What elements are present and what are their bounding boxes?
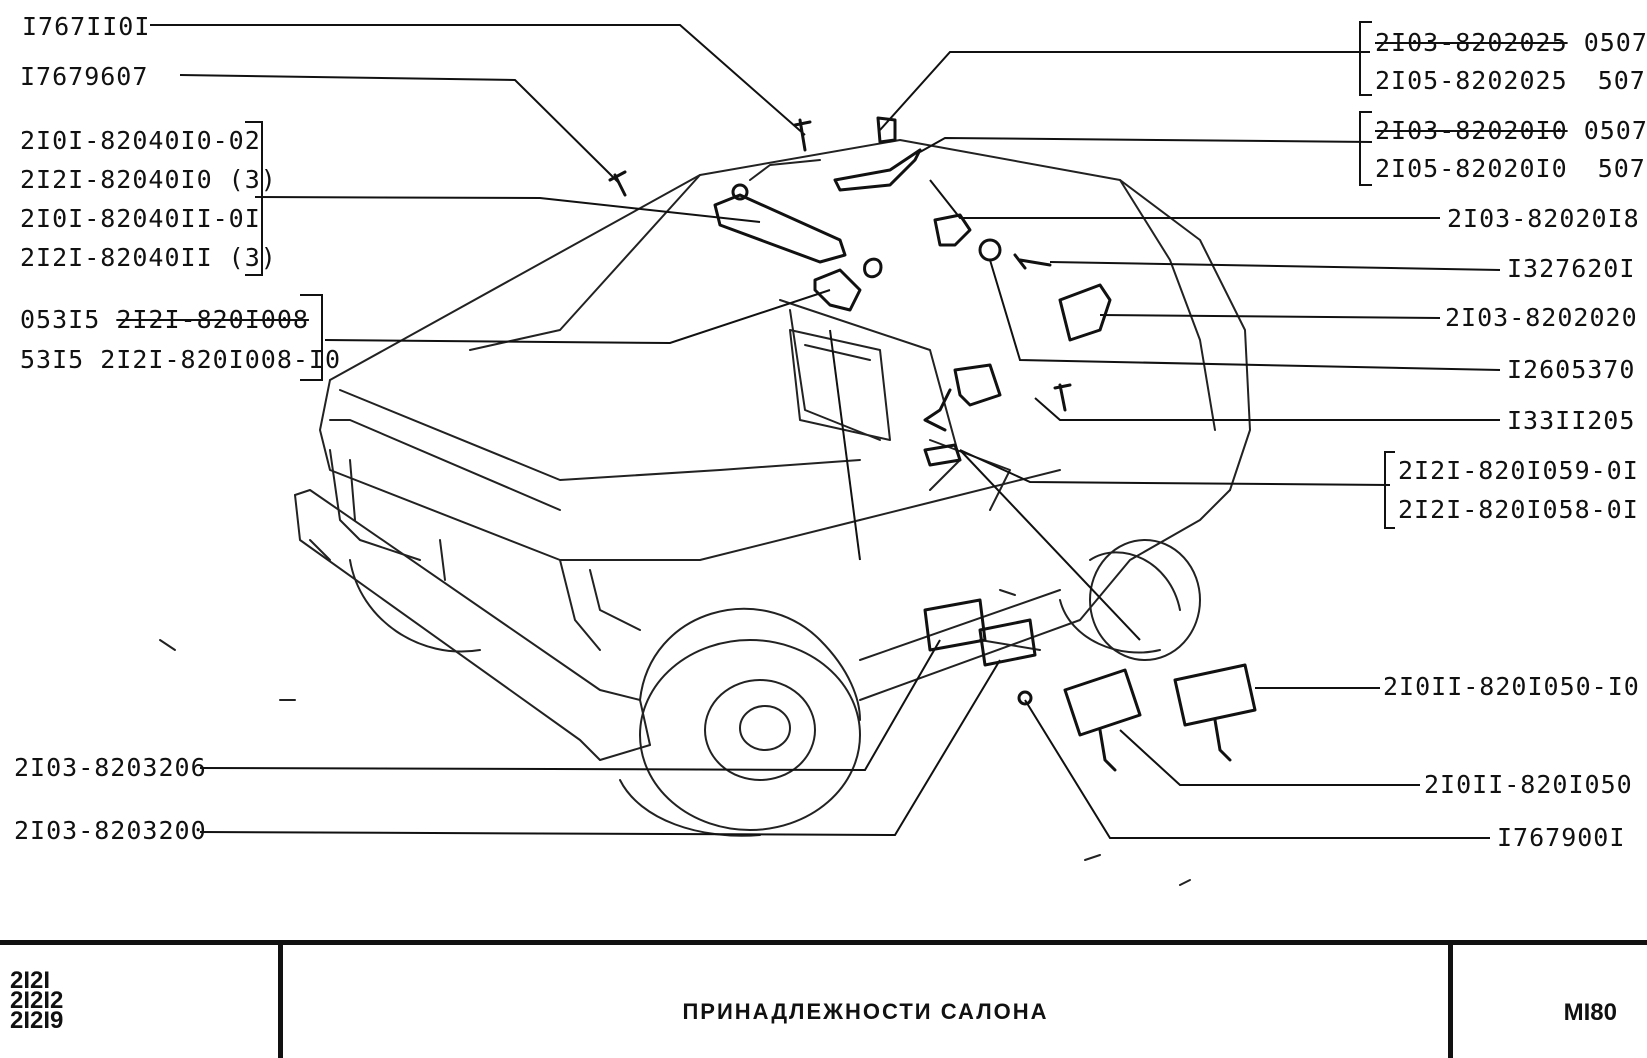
screw-17679607 [608, 170, 627, 197]
label-21011-8201050: 2I0II-820I050 [1424, 770, 1633, 799]
label-21011-8201050-10: 2I0II-820I050-I0 [1383, 672, 1640, 701]
leader-r2 [919, 136, 1373, 153]
latch [933, 213, 972, 247]
leader-r7 [1034, 397, 1500, 421]
label-2103-8202010-struck: 2I03-82020I0 [1375, 116, 1568, 145]
label-2103-8203206: 2I03-8203206 [14, 753, 207, 782]
mirror-left [1063, 668, 1142, 737]
light-lens [978, 618, 1037, 667]
leader-l3 [254, 196, 761, 223]
model-list: 2I2I 2I2I2 2I2I9 [0, 945, 283, 1058]
screw-17671101 [793, 118, 812, 152]
label-13311205: I33II205 [1507, 406, 1636, 435]
label-2101-8204010-02: 2I0I-82040I0-02 [20, 126, 261, 155]
leader-l2 [179, 74, 619, 183]
model-21212: 2I2I2 [10, 987, 64, 1014]
label-2101-8204011-01: 2I0I-82040II-0I [20, 204, 261, 233]
car-body-outline [159, 139, 1251, 886]
leader-l6 [199, 659, 1001, 837]
bolt-13276201 [1013, 253, 1052, 270]
bracket-l4 [300, 294, 323, 381]
label-2121-8204010-3: 2I2I-82040I0 (3) [20, 165, 277, 194]
leader-r1 [879, 51, 1370, 131]
model-21219: 2I2I9 [10, 1007, 64, 1034]
parts [608, 116, 1257, 772]
leader-r9b [959, 449, 1141, 641]
washer [978, 238, 1002, 262]
label-17679607: I7679607 [20, 62, 149, 91]
label-2121-8201059-01: 2I2I-820I059-0I [1398, 456, 1639, 485]
label-2121-8204011-3: 2I2I-82040II (3) [20, 243, 277, 272]
sheet-number: MI80 [1563, 999, 1617, 1026]
label-2103-8203200: 2I03-8203200 [14, 816, 207, 845]
label-2105-8202010: 2I05-82020I0 [1375, 154, 1568, 183]
label-12605370: I2605370 [1507, 355, 1636, 384]
leader-r11 [1024, 699, 1490, 839]
leader-l5 [199, 639, 941, 772]
leader-r6 [989, 259, 1501, 371]
label-2103-8202018: 2I03-82020I8 [1447, 204, 1640, 233]
mirror-screw [1053, 383, 1072, 412]
small-screw [1017, 690, 1033, 706]
label-5315-2121-8201008-10: 53I5 2I2I-820I008-I0 [20, 345, 342, 374]
bracket-r8 [1384, 451, 1395, 529]
sun-visor [713, 193, 847, 264]
bracket-r2 [1359, 111, 1372, 186]
label-13276201: I327620I [1507, 254, 1636, 283]
leader-r8 [959, 449, 1391, 486]
bracket-l3 [245, 121, 263, 276]
grab-handle [833, 148, 922, 192]
label-2121-8201058-01: 2I2I-820I058-0I [1398, 495, 1639, 524]
label-17679001: I767900I [1497, 823, 1626, 852]
label-r2a-group: 2I03-82020I0 0507 [1375, 118, 1647, 143]
leader-lines [150, 21, 1501, 839]
mirror-base [923, 443, 962, 467]
model-2121: 2I2I [10, 967, 51, 994]
visor-bolt [731, 183, 749, 201]
label-0507-b: 0507 [1583, 116, 1647, 145]
label-r1a-group: 2I03-8202025 0507 [1375, 30, 1647, 55]
leader-l1 [150, 24, 806, 136]
mirror-arm [923, 388, 952, 432]
armrest-cover [1058, 283, 1112, 342]
label-05315-group: 053I5 2I2I-820I008 [20, 307, 309, 332]
label-0507-a: 0507 [1583, 28, 1647, 57]
mirror-right [1173, 663, 1257, 727]
label-r1b-group: 2I05-8202025 507 [1375, 68, 1646, 93]
outside-mirror [953, 363, 1002, 407]
bracket-r1 [1359, 21, 1372, 96]
leader-r10 [1119, 729, 1420, 786]
label-2103-8202020: 2I03-8202020 [1445, 303, 1638, 332]
leader-l4 [324, 289, 831, 345]
label-05315: 053I5 [20, 305, 101, 334]
leader-l5b [829, 329, 861, 561]
title-block: 2I2I 2I2I2 2I2I9 ПРИНАДЛЕЖНОСТИ САЛОНА M… [0, 940, 1647, 1058]
label-2105-8202025: 2I05-8202025 [1375, 66, 1568, 95]
label-507-a: 507 [1597, 66, 1646, 95]
label-507-b: 507 [1597, 154, 1646, 183]
mirror-right-stem [1213, 718, 1232, 762]
label-2121-8201008-struck: 2I2I-820I008 [116, 305, 309, 334]
leader-r3 [929, 179, 1440, 219]
diagram-title: ПРИНАДЛЕЖНОСТИ САЛОНА [283, 945, 1453, 1058]
label-17671101: I767II0I [22, 12, 151, 41]
label-2103-8202025-struck: 2I03-8202025 [1375, 28, 1568, 57]
visor-clip [863, 257, 883, 279]
leader-r4 [1049, 261, 1501, 271]
label-r2b-group: 2I05-82020I0 507 [1375, 156, 1646, 181]
mirror-left-stem [1098, 728, 1117, 772]
interior-mirror-bracket [813, 268, 862, 312]
leader-r5 [1099, 314, 1441, 319]
light-housing [923, 598, 987, 652]
